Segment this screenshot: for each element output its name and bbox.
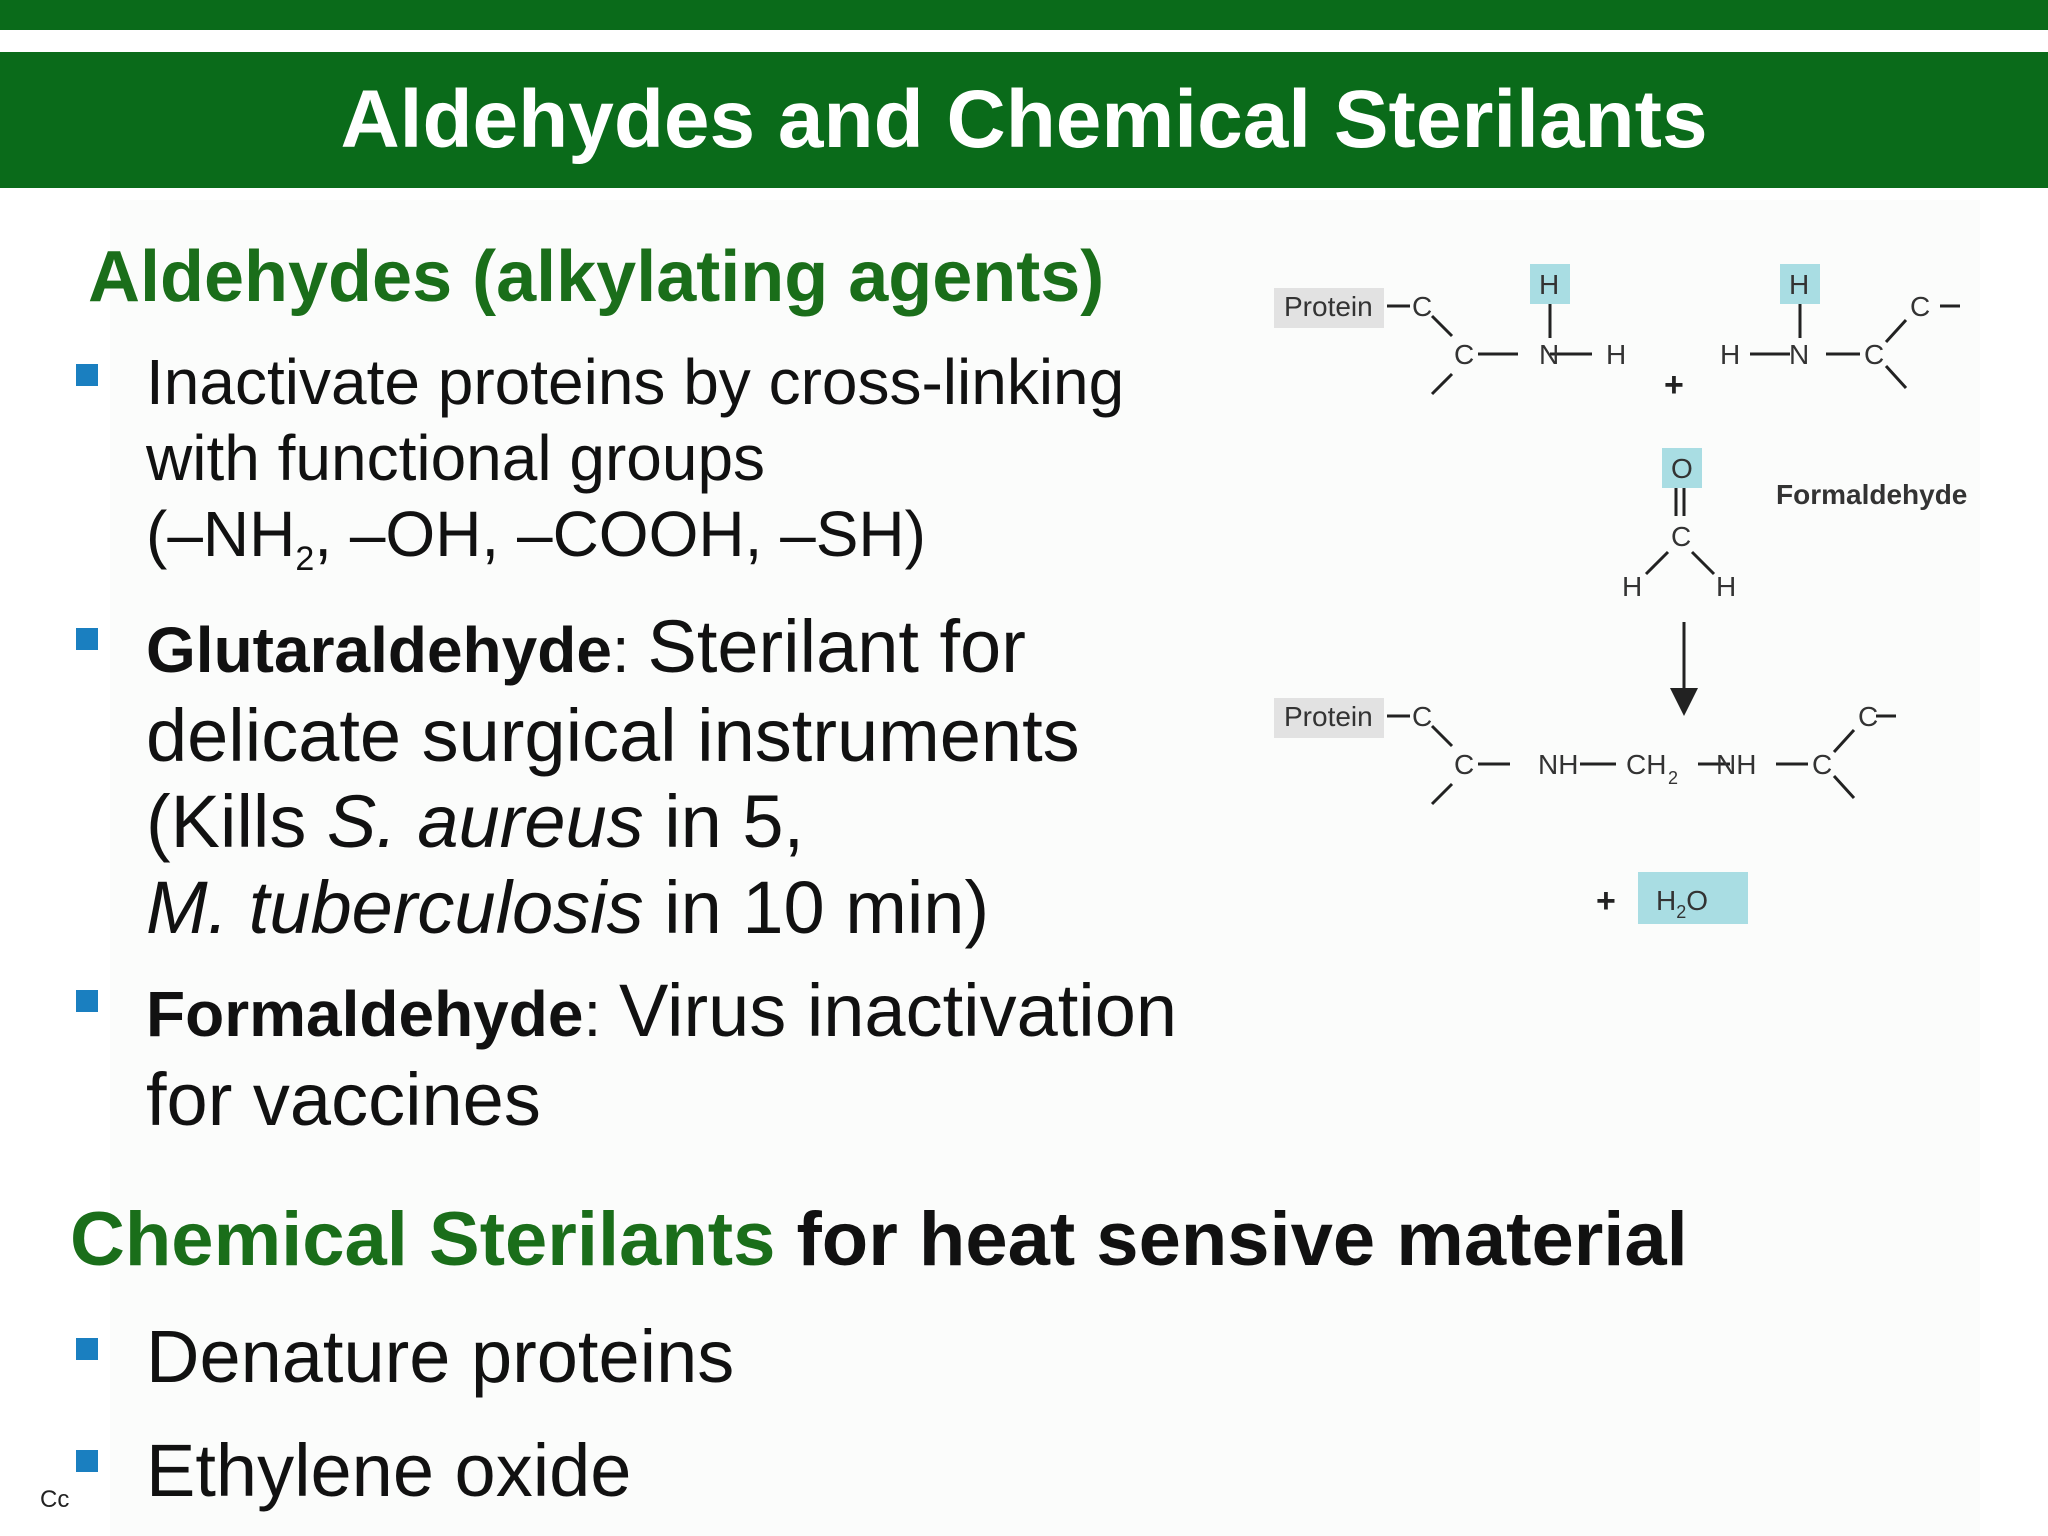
atom-label: C (1858, 701, 1878, 732)
text-span: (Kills (146, 780, 327, 863)
bullet-marker (76, 1450, 98, 1472)
term-glutaraldehyde: Glutaraldehyde (146, 614, 612, 686)
text-span: Sterilant for (647, 605, 1026, 688)
bullet-marker (76, 628, 98, 650)
plus-sign: + (1664, 366, 1684, 404)
protein-label: Protein (1284, 291, 1373, 322)
reaction-arrow-icon (1670, 688, 1698, 716)
atom-label: C (1671, 521, 1691, 552)
water-highlight (1638, 872, 1748, 924)
bullet-line: Inactivate proteins by cross-linking (146, 346, 1125, 418)
protein-label: Protein (1284, 701, 1373, 732)
text-span: in 10 min) (643, 866, 990, 949)
slide-title: Aldehydes and Chemical Sterilants (340, 74, 1708, 165)
atom-label: C (1812, 749, 1832, 780)
water-o: O (1686, 885, 1708, 916)
title-bar (0, 52, 2048, 188)
bullet-glutaraldehyde: Glutaraldehyde: Sterilant for delicate s… (146, 604, 1080, 951)
atom-label: H (1720, 339, 1740, 370)
atom-label: O (1671, 453, 1693, 484)
hydrogen-highlight (1780, 264, 1820, 304)
text-span: in 5, (643, 780, 805, 863)
bullet-line: delicate surgical instruments (146, 694, 1080, 777)
species-name: M. tuberculosis (146, 866, 644, 949)
water-sub: 2 (1676, 902, 1686, 922)
bullet-line: M. tuberculosis in 10 min) (146, 865, 1080, 951)
atom-label: H (1789, 269, 1809, 300)
text-span: , –OH, –COOH, –SH) (314, 498, 926, 570)
bullet-line: Formaldehyde: Virus inactivation (146, 968, 1177, 1057)
subscript: 2 (1668, 768, 1678, 788)
atom-label: H (1606, 339, 1626, 370)
atom-label: CH (1626, 749, 1666, 780)
atom-label: C (1412, 291, 1432, 322)
bullet-marker (76, 990, 98, 1012)
bullet-formaldehyde: Formaldehyde: Virus inactivation for vac… (146, 968, 1177, 1143)
bullet-line: Glutaraldehyde: Sterilant for (146, 604, 1080, 693)
atom-label: N (1539, 339, 1559, 370)
heading-highlight: Chemical Sterilants (70, 1197, 776, 1282)
bullet-line: (–NH2, –OH, –COOH, –SH) (146, 496, 1124, 597)
bullet-marker (76, 364, 98, 386)
species-name: S. aureus (326, 780, 644, 863)
atom-label: NH (1716, 749, 1756, 780)
bullet-ethylene-oxide: Ethylene oxide (146, 1429, 632, 1512)
text-span: (–NH (146, 498, 296, 570)
bullet-inactivate-proteins: Inactivate proteins by cross-linking wit… (146, 344, 1124, 597)
bullet-line: for vaccines (146, 1058, 541, 1141)
crosslinking-diagram: Protein C H C N H H H N C C O C H H Prot… (1274, 264, 1967, 924)
text-span: Virus inactivation (619, 969, 1178, 1052)
bullet-line: with functional groups (146, 422, 766, 494)
hydrogen-highlight (1530, 264, 1570, 304)
atom-label: H (1622, 571, 1642, 602)
top-accent-bar (0, 0, 2048, 30)
formaldehyde-label: Formaldehyde (1776, 479, 1967, 510)
atom-label: H (1539, 269, 1559, 300)
atom-label: H (1716, 571, 1736, 602)
bullet-line: (Kills S. aureus in 5, (146, 779, 1080, 865)
term-formaldehyde: Formaldehyde (146, 978, 584, 1050)
bullet-marker (76, 1338, 98, 1360)
water-label: H2O (1656, 885, 1708, 922)
term-separator: : (583, 978, 619, 1050)
aldehydes-heading: Aldehydes (alkylating agents) (88, 237, 1105, 317)
atom-label: C (1864, 339, 1884, 370)
water-h: H (1656, 885, 1676, 916)
atom-label: C (1454, 339, 1474, 370)
protein-box (1274, 698, 1384, 738)
chemical-sterilants-heading: Chemical Sterilants for heat sensive mat… (70, 1196, 1688, 1283)
atom-label: N (1789, 339, 1809, 370)
atom-label: C (1910, 291, 1930, 322)
oxygen-highlight (1662, 448, 1702, 488)
bullet-denature-proteins: Denature proteins (146, 1315, 735, 1398)
content-panel (110, 200, 1980, 1536)
atom-label: C (1454, 749, 1474, 780)
protein-box (1274, 288, 1384, 328)
term-separator: : (611, 614, 648, 686)
subscript: 2 (295, 539, 315, 578)
plus-sign: + (1596, 882, 1616, 920)
atom-label: NH (1538, 749, 1578, 780)
atom-label: C (1412, 701, 1432, 732)
footer-text: Cc (40, 1486, 70, 1513)
heading-rest: for heat sensive material (775, 1197, 1688, 1282)
